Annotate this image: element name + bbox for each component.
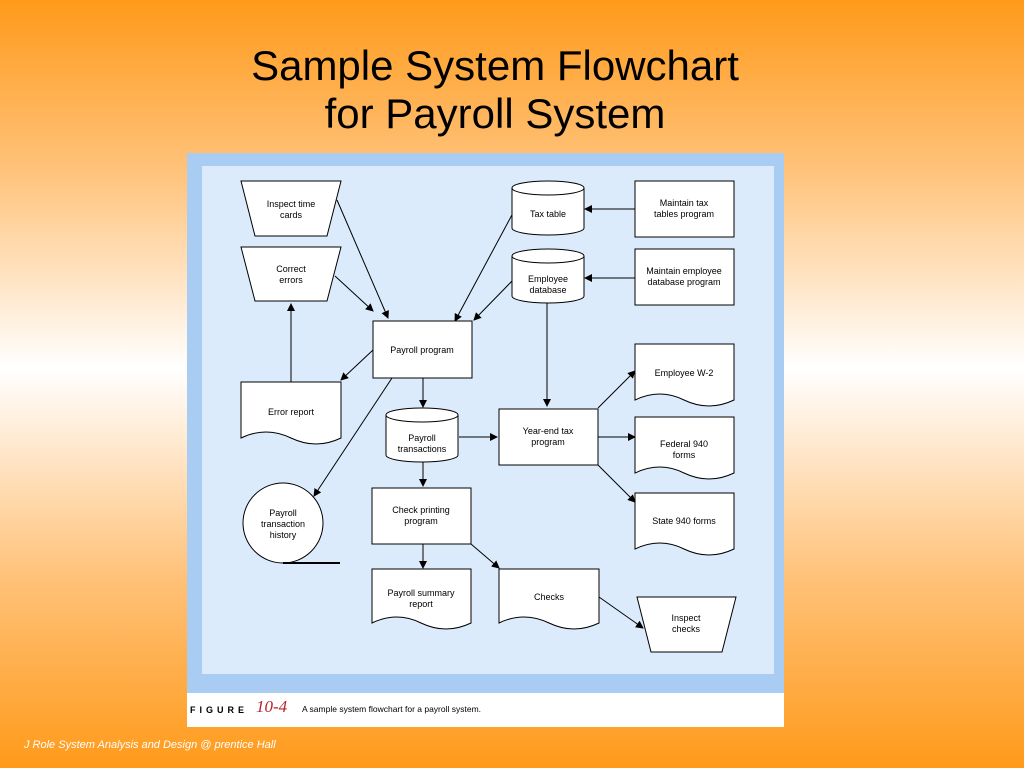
- label-tax-table: Tax table: [530, 209, 566, 219]
- arrow-payroll-to-error: [340, 349, 374, 381]
- document-state-940: [634, 492, 735, 556]
- process-maintain-tax-tables: [634, 180, 735, 238]
- connectors: [287, 199, 644, 629]
- process-maintain-employee-db: [634, 248, 735, 306]
- document-employee-w2: [634, 343, 735, 407]
- figure-caption-text: A sample system flowchart for a payroll …: [302, 704, 482, 714]
- arrow-payroll-to-history: [313, 377, 393, 497]
- title-line-2: for Payroll System: [324, 90, 666, 137]
- process-payroll-program: [372, 320, 473, 379]
- figure-label: FIGURE: [190, 705, 249, 715]
- tape-payroll-transaction-history: [242, 482, 340, 564]
- title-line-1: Sample System Flowchart: [251, 42, 739, 89]
- slide-title: Sample System Flowchart for Payroll Syst…: [0, 42, 990, 138]
- label-payroll-program: Payroll program: [390, 345, 454, 355]
- figure-number: 10-4: [256, 697, 288, 716]
- manual-op-inspect-checks: [636, 596, 737, 653]
- arrow-taxtable-to-payroll: [454, 212, 514, 322]
- manual-op-inspect-time-cards: [240, 180, 342, 237]
- database-employee: [511, 248, 585, 304]
- label-checks: Checks: [534, 592, 565, 602]
- document-error-report: [240, 381, 342, 445]
- figure-caption: FIGURE 10-4 A sample system flowchart fo…: [187, 693, 784, 723]
- arrow-yearend-to-state: [597, 464, 636, 503]
- process-year-end-tax: [498, 408, 599, 466]
- arrow-inspect-to-payroll: [336, 199, 389, 319]
- label-state-940-forms: State 940 forms: [652, 516, 716, 526]
- database-payroll-transactions: [385, 407, 459, 463]
- process-check-printing: [371, 487, 472, 545]
- document-checks: [498, 568, 600, 630]
- arrow-checks-to-inspect: [598, 596, 644, 629]
- arrow-yearend-to-w2: [597, 370, 636, 409]
- label-employee-w2: Employee W-2: [655, 368, 714, 378]
- arrow-empdb-to-payroll: [473, 279, 514, 321]
- manual-op-correct-errors: [240, 246, 342, 302]
- label-error-report: Error report: [268, 407, 315, 417]
- arrow-correct-to-payroll: [334, 275, 374, 312]
- database-tax-table: [511, 180, 585, 236]
- arrow-checkprint-to-checks: [470, 543, 500, 569]
- document-federal-940: [634, 416, 735, 480]
- slide-footer: J Role System Analysis and Design @ pren…: [24, 739, 276, 751]
- document-payroll-summary: [371, 568, 472, 630]
